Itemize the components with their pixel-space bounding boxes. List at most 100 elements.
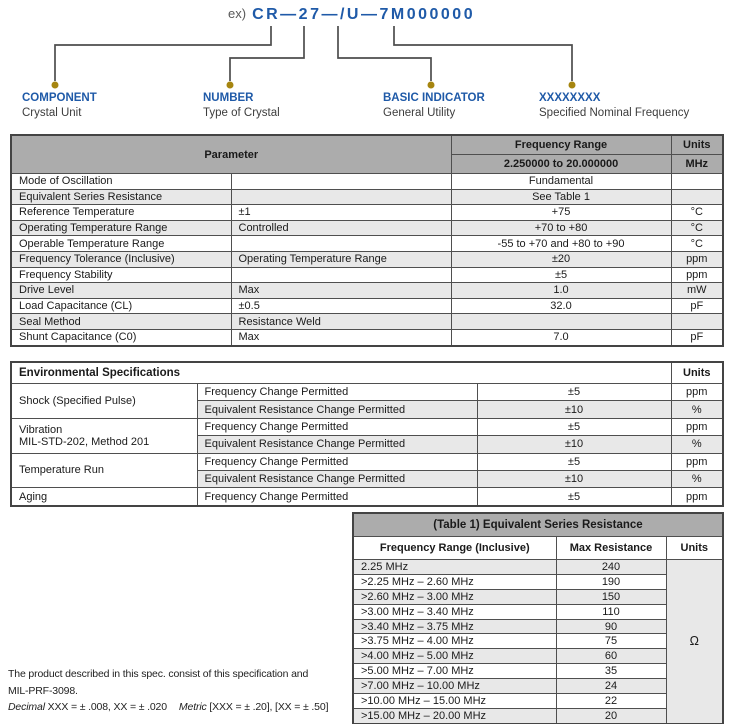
cell-parameter: Shunt Capacitance (C0) <box>10 328 232 347</box>
part-number-code: CR—27—/U—7M000000 <box>252 6 476 23</box>
cell-unit <box>670 188 724 206</box>
cell-unit: ppm <box>670 266 724 284</box>
table-row: Operating Temperature Range Controlled +… <box>10 219 724 237</box>
cell-condition <box>230 266 452 284</box>
connector-line-component <box>54 26 272 81</box>
env-units-header: Units <box>670 361 724 384</box>
table-row: Frequency Tolerance (Inclusive) Operatin… <box>10 250 724 268</box>
table-row: >2.60 MHz – 3.00 MHz 150 <box>352 588 723 605</box>
env-value: ±5 <box>476 452 672 471</box>
metric-label: Metric <box>178 701 207 713</box>
callout-component: COMPONENT Crystal Unit <box>22 92 97 119</box>
table-row: >15.00 MHz – 20.00 MHz 20 <box>352 707 723 724</box>
env-value: ±10 <box>476 400 672 419</box>
callout-subtitle: General Utility <box>383 107 456 119</box>
table-row: >3.40 MHz – 3.75 MHz 90 <box>352 618 723 635</box>
callout-subtitle: Crystal Unit <box>22 107 82 119</box>
callout-subtitle: Type of Crystal <box>203 107 280 119</box>
units-header: Units <box>670 134 724 155</box>
callout-title: COMPONENT <box>22 92 97 104</box>
esr-max-resistance: 190 <box>555 573 667 590</box>
footnote-line2: MIL-PRF-3098. <box>8 684 78 697</box>
esr-range: >4.00 MHz – 5.00 MHz <box>352 648 557 665</box>
env-unit: % <box>670 469 724 489</box>
env-group-label: Temperature Run <box>10 452 198 489</box>
table-row: >10.00 MHz – 15.00 MHz 22 <box>352 693 723 709</box>
env-description: Equivalent Resistance Change Permitted <box>196 469 478 489</box>
cell-condition: Controlled <box>230 219 452 237</box>
esr-max-resistance: 150 <box>555 588 667 605</box>
esr-range: 2.25 MHz <box>352 559 557 575</box>
table-row: Shunt Capacitance (C0) Max 7.0 pF <box>10 328 724 347</box>
footnote: The product described in this spec. cons… <box>8 666 353 716</box>
cell-parameter: Frequency Stability <box>10 266 232 284</box>
cell-parameter: Load Capacitance (CL) <box>10 297 232 315</box>
part-number-example: ex)CR—27—/U—7M000000 <box>228 6 475 24</box>
esr-max-resistance: 22 <box>555 693 667 709</box>
environmental-table: Environmental Specifications Units Shock… <box>10 361 724 507</box>
cell-unit: ppm <box>670 250 724 268</box>
cell-value <box>450 313 672 330</box>
callout-title: BASIC INDICATOR <box>383 92 485 104</box>
cell-parameter: Frequency Tolerance (Inclusive) <box>10 250 232 268</box>
cell-unit: mW <box>670 282 724 299</box>
esr-range-header: Frequency Range (Inclusive) <box>352 536 557 560</box>
table-row: Operable Temperature Range -55 to +70 an… <box>10 235 724 252</box>
callout-dot <box>226 81 234 89</box>
callout-title: XXXXXXXX <box>539 92 601 104</box>
env-unit: ppm <box>670 452 724 471</box>
table-row: Load Capacitance (CL) ±0.5 32.0 pF <box>10 297 724 315</box>
esr-range: >3.00 MHz – 3.40 MHz <box>352 603 557 620</box>
parameter-header: Parameter <box>10 134 452 174</box>
cell-value: +70 to +80 <box>450 219 672 237</box>
env-value: ±10 <box>476 469 672 489</box>
esr-max-resistance: 60 <box>555 648 667 665</box>
cell-condition: Operating Temperature Range <box>230 250 452 268</box>
esr-max-resistance: 35 <box>555 663 667 680</box>
cell-value: -55 to +70 and +80 to +90 <box>450 235 672 252</box>
callout-dot <box>568 81 576 89</box>
esr-range: >5.00 MHz – 7.00 MHz <box>352 663 557 680</box>
cell-condition <box>230 173 452 190</box>
env-description: Frequency Change Permitted <box>196 417 478 437</box>
cell-value: 32.0 <box>450 297 672 315</box>
cell-unit <box>670 173 724 190</box>
metric-tolerances: [XXX = ± .20], [XX = ± .50] <box>206 701 329 713</box>
callout-title: NUMBER <box>203 92 254 104</box>
callout-subtitle: Specified Nominal Frequency <box>539 107 690 119</box>
callout-connector-lines <box>51 26 576 89</box>
esr-max-resistance: 24 <box>555 678 667 695</box>
esr-range: >2.60 MHz – 3.00 MHz <box>352 588 557 605</box>
table-row: Temperature Run Frequency Change Permitt… <box>10 452 724 489</box>
callout-number: NUMBER Type of Crystal <box>203 92 280 119</box>
connector-line-frequency <box>393 26 573 81</box>
env-unit: ppm <box>670 487 724 507</box>
connector-line-basic-indicator <box>337 26 432 81</box>
esr-max-resistance-header: Max Resistance <box>555 536 667 560</box>
cell-parameter: Equivalent Series Resistance <box>10 188 232 206</box>
table-row: Aging Frequency Change Permitted ±5 ppm <box>10 487 724 507</box>
callout-dot <box>51 81 59 89</box>
esr-range: >3.75 MHz – 4.00 MHz <box>352 633 557 650</box>
esr-units-header: Units <box>665 536 724 560</box>
environmental-title: Environmental Specifications <box>10 361 672 384</box>
env-description: Frequency Change Permitted <box>196 452 478 471</box>
cell-value: ±5 <box>450 266 672 284</box>
connector-line-number <box>229 26 305 81</box>
units-value-mhz: MHz <box>670 154 724 174</box>
cell-parameter: Operating Temperature Range <box>10 219 232 237</box>
cell-value: ±20 <box>450 250 672 268</box>
table-row: Seal Method Resistance Weld <box>10 313 724 330</box>
callout-dot <box>427 81 435 89</box>
table-row: Mode of Oscillation Fundamental <box>10 173 724 190</box>
cell-unit: pF <box>670 328 724 347</box>
cell-parameter: Drive Level <box>10 282 232 299</box>
cell-parameter: Operable Temperature Range <box>10 235 232 252</box>
cell-condition: ±1 <box>230 204 452 221</box>
env-unit: ppm <box>670 382 724 402</box>
table-row: Equivalent Resistance Change Permitted ±… <box>11 435 724 454</box>
table-row: Equivalent Resistance Change Permitted ±… <box>11 469 724 489</box>
env-value: ±10 <box>476 435 672 454</box>
esr-max-resistance: 75 <box>555 633 667 650</box>
cell-value: 1.0 <box>450 282 672 299</box>
